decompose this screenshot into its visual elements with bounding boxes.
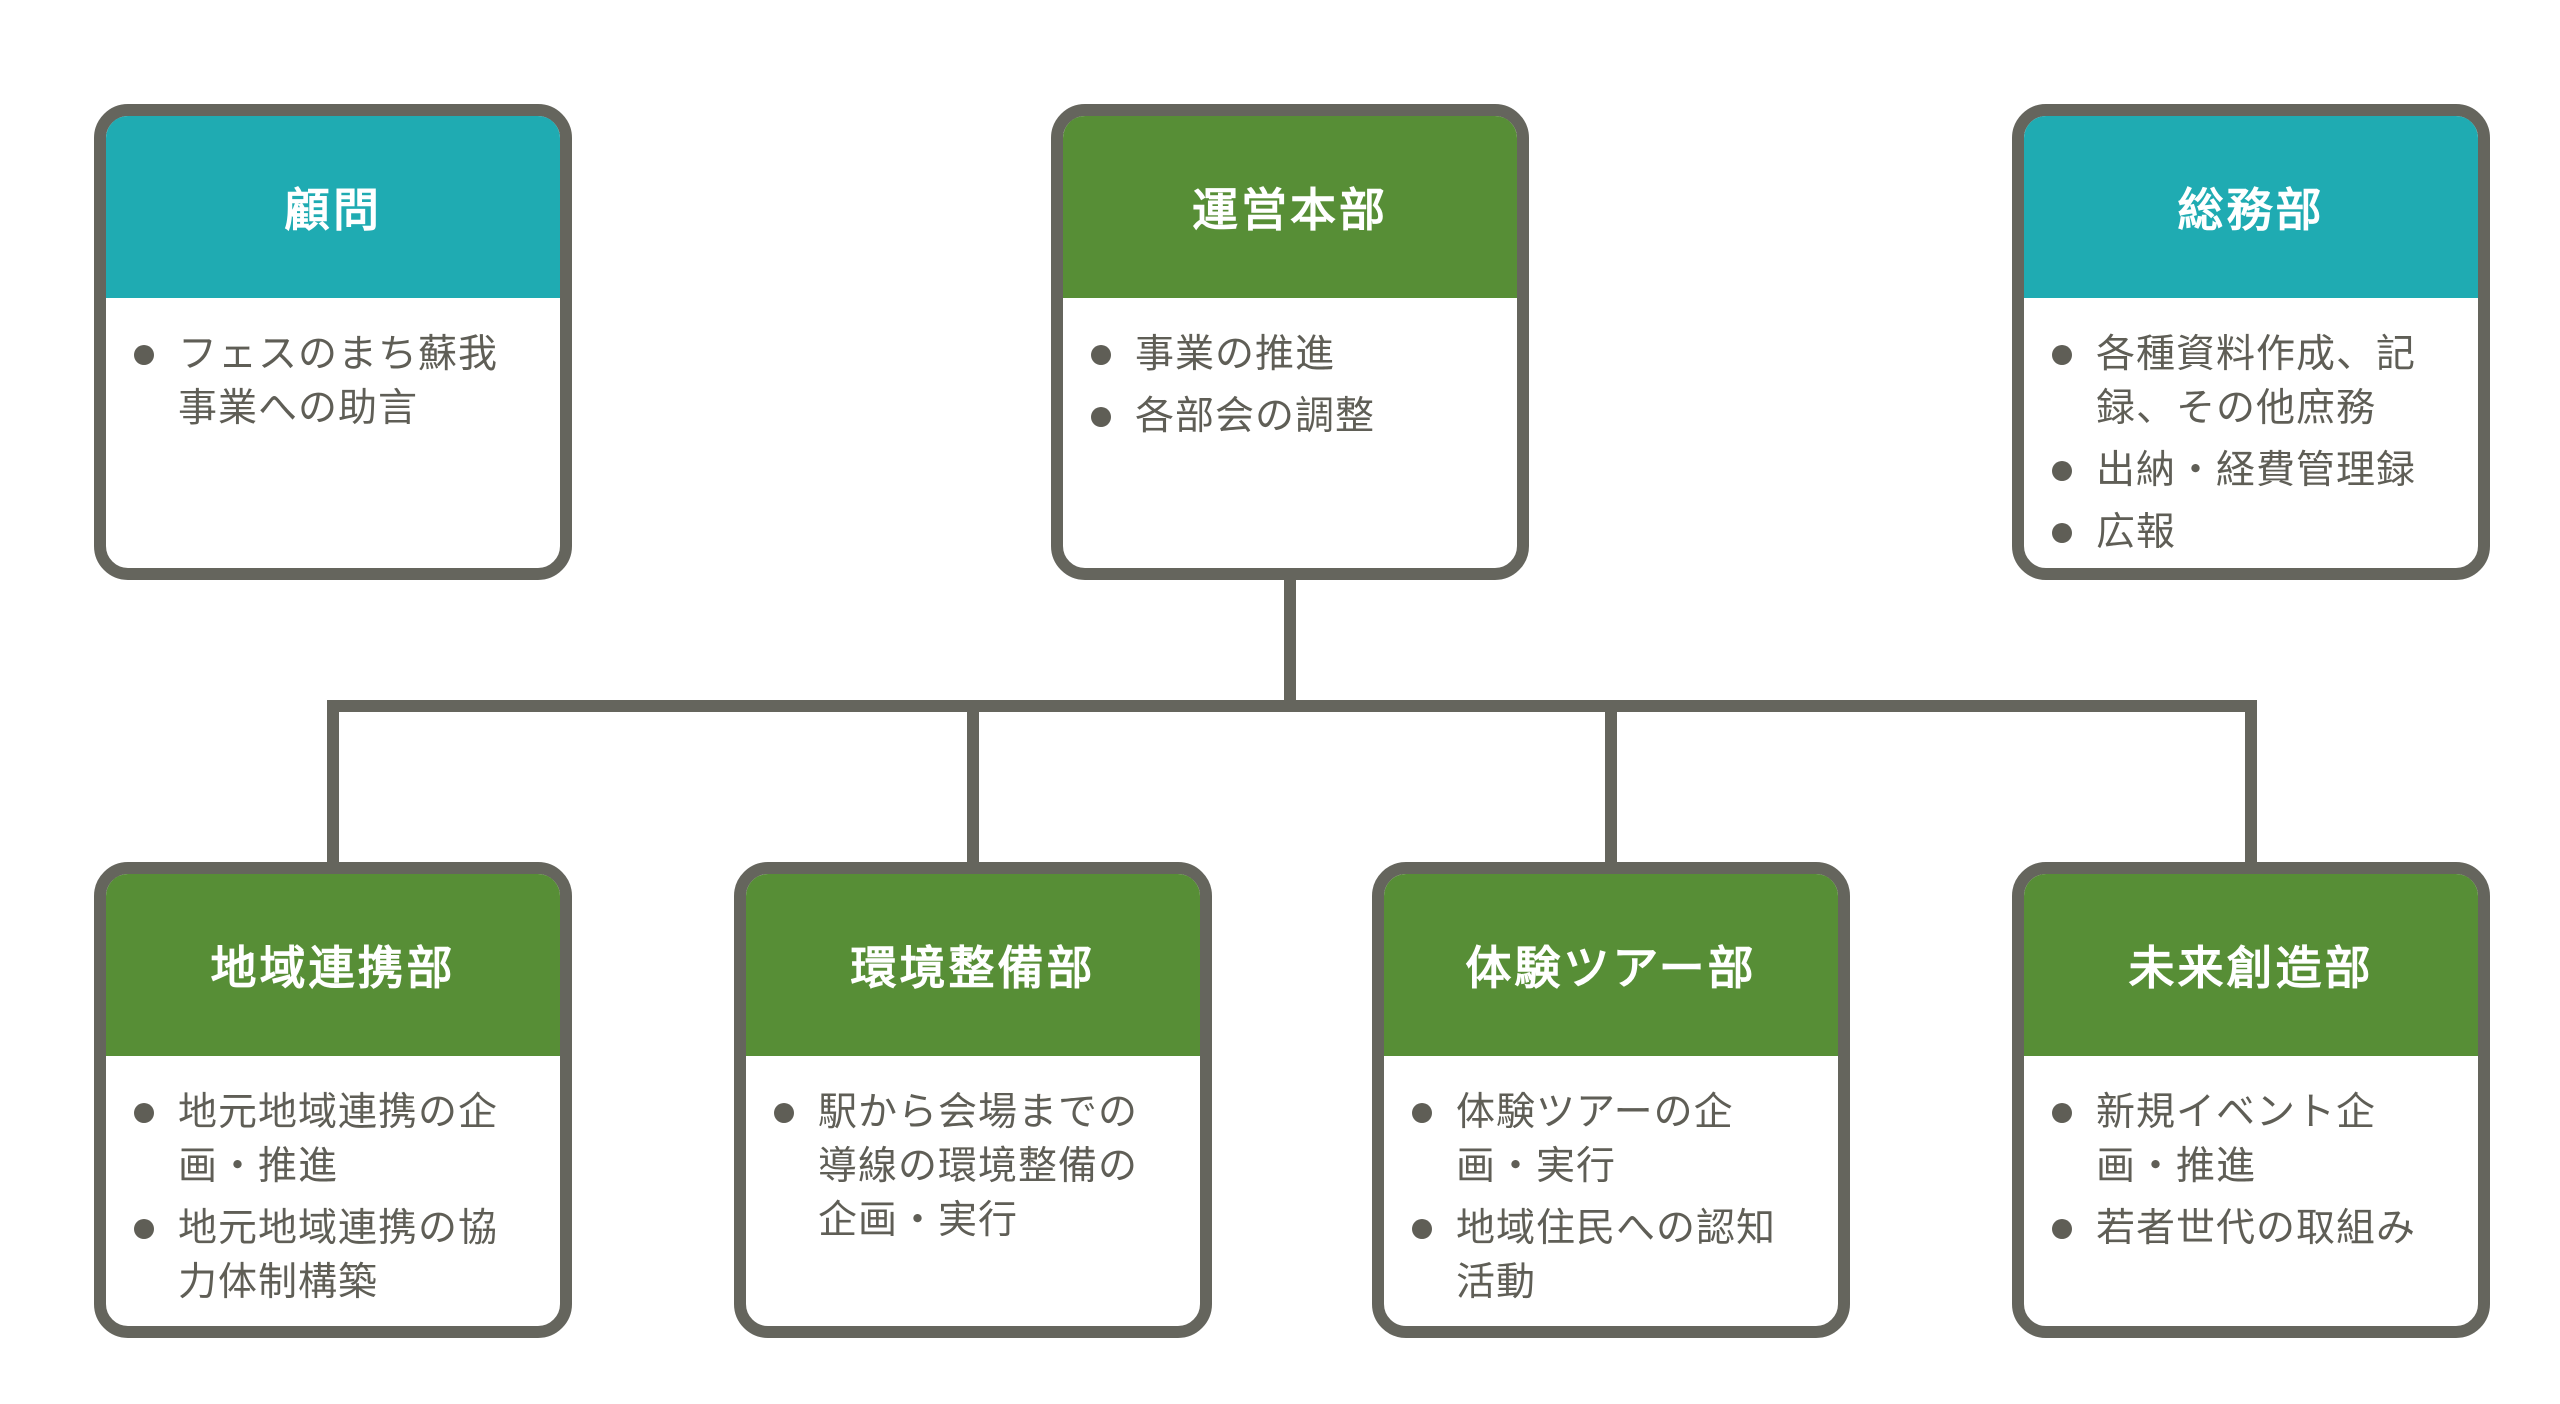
bullet-icon	[1412, 1103, 1432, 1123]
connector-drop-environment-improvement	[967, 700, 979, 862]
bullet-text: 若者世代の取組み	[2096, 1207, 2417, 1250]
bullet-text: 地元地域連携の企 画・推進	[178, 1091, 499, 1188]
bullet-text: 新規イベント企 画・推進	[2096, 1091, 2377, 1188]
list-item: 各種資料作成、記 録、その他庶務	[2052, 328, 2452, 436]
connector-drop-regional-partnership	[327, 700, 339, 862]
connector-riser-operations-hq	[1284, 578, 1296, 712]
org-box-future-creation: 未来創造部 新規イベント企 画・推進 若者世代の取組み	[2012, 862, 2490, 1338]
list-item: 各部会の調整	[1091, 390, 1491, 444]
org-box-experience-tour-title: 体験ツアー部	[1465, 942, 1757, 994]
list-item: 地域住民への認知 活動	[1412, 1202, 1812, 1310]
org-box-environment-improvement-body: 駅から会場までの 導線の環境整備の 企画・実行	[746, 1056, 1200, 1248]
bullet-icon	[774, 1103, 794, 1123]
bullet-icon	[1091, 345, 1111, 365]
list-item: 新規イベント企 画・推進	[2052, 1086, 2452, 1194]
bullet-icon	[134, 1219, 154, 1239]
bullet-text: 体験ツアーの企 画・実行	[1456, 1091, 1734, 1188]
org-box-future-creation-title: 未来創造部	[2128, 942, 2374, 994]
org-box-advisor-header: 顧問	[106, 116, 560, 298]
list-item: 事業の推進	[1091, 328, 1491, 382]
bullet-icon	[2052, 523, 2072, 543]
org-box-experience-tour-body: 体験ツアーの企 画・実行 地域住民への認知 活動	[1384, 1056, 1838, 1310]
bullet-icon	[2052, 461, 2072, 481]
bullet-icon	[2052, 345, 2072, 365]
org-box-environment-improvement-header: 環境整備部	[746, 874, 1200, 1056]
bullet-text: 地域住民への認知 活動	[1456, 1207, 1777, 1304]
org-box-operations-hq-header: 運営本部	[1063, 116, 1517, 298]
list-item: 出納・経費管理録	[2052, 444, 2452, 498]
bullet-icon	[134, 345, 154, 365]
org-box-operations-hq: 運営本部 事業の推進 各部会の調整	[1051, 104, 1529, 580]
org-box-advisor-title: 顧問	[284, 184, 382, 236]
org-box-experience-tour-header: 体験ツアー部	[1384, 874, 1838, 1056]
bullet-text: 各種資料作成、記 録、その他庶務	[2096, 333, 2417, 430]
org-box-environment-improvement: 環境整備部 駅から会場までの 導線の環境整備の 企画・実行	[734, 862, 1212, 1338]
org-box-regional-partnership-title: 地域連携部	[210, 942, 456, 994]
org-box-environment-improvement-title: 環境整備部	[850, 942, 1096, 994]
org-box-general-affairs-header: 総務部	[2024, 116, 2478, 298]
bullet-icon	[1091, 407, 1111, 427]
bullet-icon	[2052, 1103, 2072, 1123]
list-item: 地元地域連携の企 画・推進	[134, 1086, 534, 1194]
list-item: 地元地域連携の協 力体制構築	[134, 1202, 534, 1310]
connector-drop-experience-tour	[1605, 700, 1617, 862]
list-item: 広報	[2052, 506, 2452, 560]
org-box-experience-tour: 体験ツアー部 体験ツアーの企 画・実行 地域住民への認知 活動	[1372, 862, 1850, 1338]
org-box-general-affairs-body: 各種資料作成、記 録、その他庶務 出納・経費管理録 広報	[2024, 298, 2478, 560]
bullet-text: 事業の推進	[1135, 333, 1336, 376]
connector-drop-future-creation	[2245, 700, 2257, 862]
list-item: 若者世代の取組み	[2052, 1202, 2452, 1256]
list-item: フェスのまち蘇我 事業への助言	[134, 328, 534, 436]
org-box-general-affairs-title: 総務部	[2177, 184, 2325, 236]
bullet-text: 出納・経費管理録	[2096, 449, 2417, 492]
org-box-regional-partnership: 地域連携部 地元地域連携の企 画・推進 地元地域連携の協 力体制構築	[94, 862, 572, 1338]
org-box-regional-partnership-header: 地域連携部	[106, 874, 560, 1056]
org-box-advisor: 顧問 フェスのまち蘇我 事業への助言	[94, 104, 572, 580]
bullet-text: 各部会の調整	[1135, 395, 1376, 438]
bullet-text: 広報	[2096, 511, 2177, 554]
org-box-regional-partnership-body: 地元地域連携の企 画・推進 地元地域連携の協 力体制構築	[106, 1056, 560, 1310]
list-item: 駅から会場までの 導線の環境整備の 企画・実行	[774, 1086, 1174, 1248]
connector-horizontal-bus	[327, 700, 2257, 712]
bullet-icon	[134, 1103, 154, 1123]
org-box-future-creation-header: 未来創造部	[2024, 874, 2478, 1056]
bullet-icon	[1412, 1219, 1432, 1239]
org-box-operations-hq-title: 運営本部	[1192, 184, 1388, 236]
bullet-text: 駅から会場までの 導線の環境整備の 企画・実行	[818, 1091, 1139, 1242]
org-box-advisor-body: フェスのまち蘇我 事業への助言	[106, 298, 560, 436]
list-item: 体験ツアーの企 画・実行	[1412, 1086, 1812, 1194]
bullet-icon	[2052, 1219, 2072, 1239]
bullet-text: 地元地域連携の協 力体制構築	[178, 1207, 499, 1304]
org-box-operations-hq-body: 事業の推進 各部会の調整	[1063, 298, 1517, 444]
org-box-future-creation-body: 新規イベント企 画・推進 若者世代の取組み	[2024, 1056, 2478, 1256]
org-box-general-affairs: 総務部 各種資料作成、記 録、その他庶務 出納・経費管理録 広報	[2012, 104, 2490, 580]
bullet-text: フェスのまち蘇我 事業への助言	[178, 333, 499, 430]
